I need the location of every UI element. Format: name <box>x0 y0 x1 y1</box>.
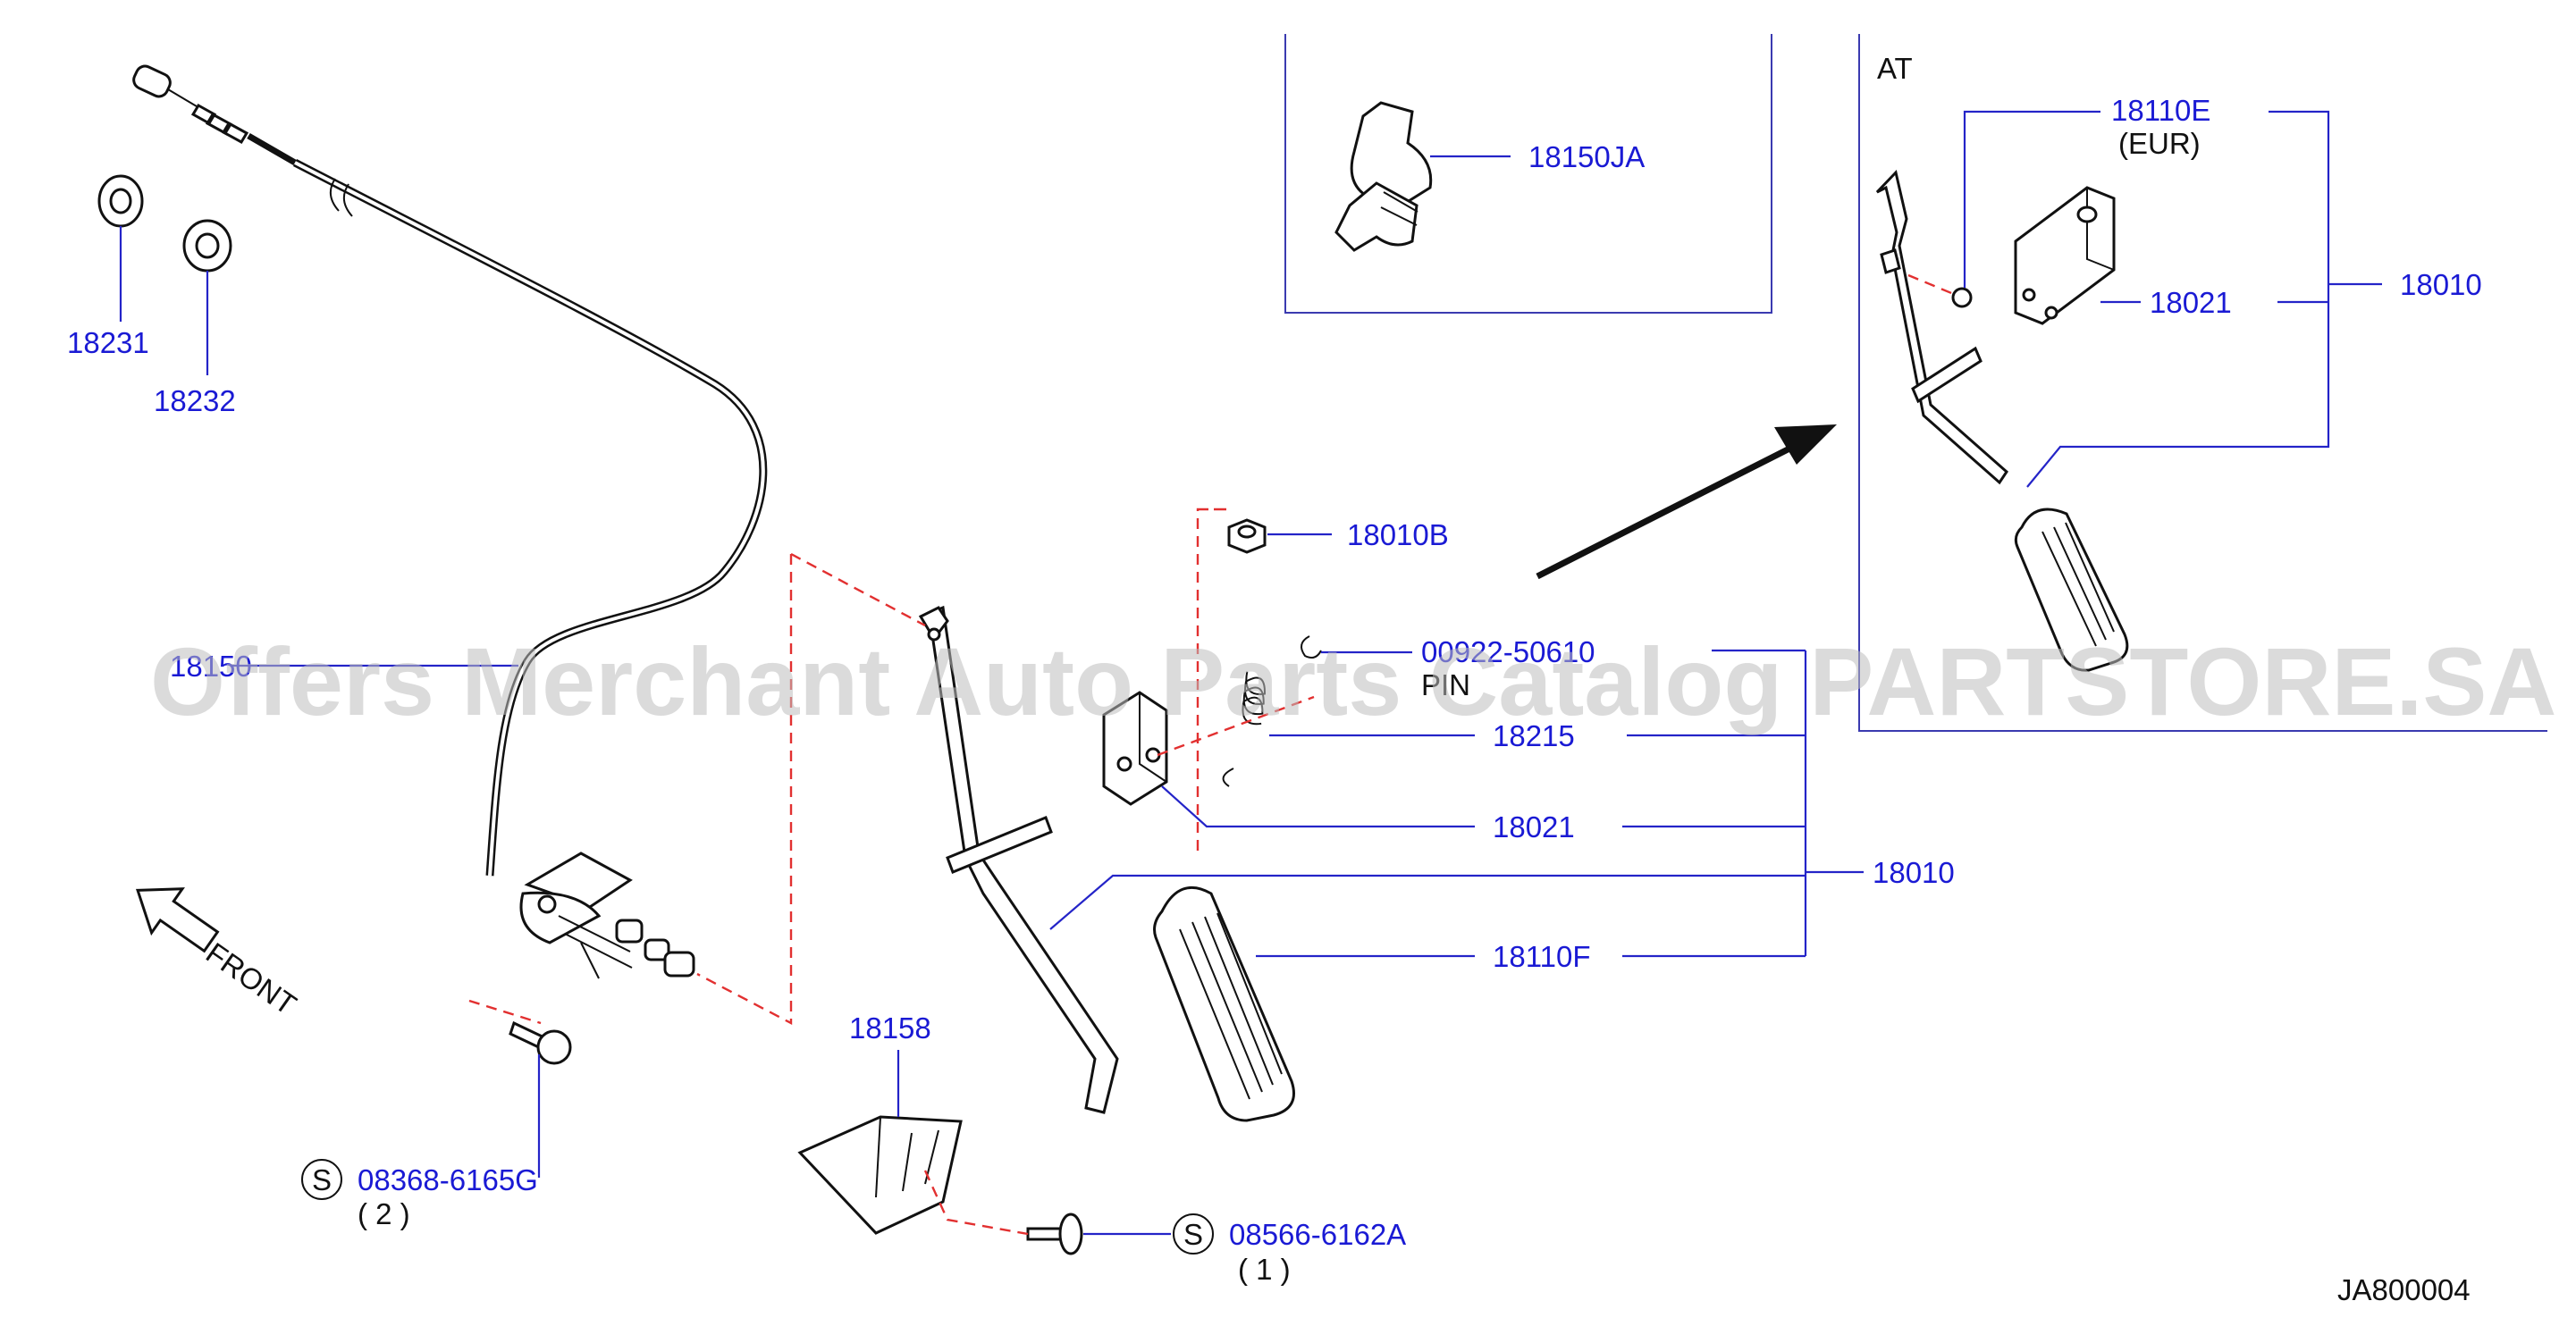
qty-08368: ( 2 ) <box>358 1197 410 1230</box>
bracket-18021-main <box>1102 691 1168 806</box>
callout-00922-50610[interactable]: 00922-50610 <box>1421 635 1595 668</box>
front-arrow <box>135 887 220 953</box>
callout-18010b[interactable]: 18010B <box>1347 518 1449 551</box>
screw-symbol-1: S <box>301 1159 342 1200</box>
watermark-text: Offers Merchant Auto Parts Catalog PARTS… <box>150 627 2556 735</box>
at-pedal-arm <box>1875 169 2008 485</box>
callout-18215[interactable]: 18215 <box>1493 719 1575 752</box>
callout-08566-6162a[interactable]: 08566-6162A <box>1229 1218 1406 1251</box>
clip-inset-box <box>1284 34 1772 314</box>
callout-18232[interactable]: 18232 <box>154 384 236 417</box>
arrow-to-at <box>1536 424 1837 580</box>
at-bracket-18021 <box>2014 186 2116 325</box>
callout-18110e[interactable]: 18110E <box>2111 94 2210 127</box>
footer-code: JA800004 <box>2337 1273 2471 1306</box>
leader-lines-at <box>1963 110 2382 488</box>
grommet-18231 <box>97 174 144 322</box>
qty-08566: ( 1 ) <box>1238 1253 1291 1286</box>
svg-text:S: S <box>1183 1218 1203 1251</box>
callout-18150ja[interactable]: 18150JA <box>1528 140 1645 173</box>
assembly-guides <box>468 508 1315 1236</box>
screw-08566 <box>1026 1213 1171 1255</box>
cover-18158 <box>797 1050 963 1235</box>
pin-label: PIN <box>1421 668 1470 701</box>
inset-label-at: AT <box>1877 52 1913 85</box>
grommet-18232 <box>182 219 232 375</box>
spring-18215 <box>1222 671 1266 787</box>
at-inset-box <box>1858 34 2547 732</box>
screw-symbol-2: S <box>1173 1213 1214 1255</box>
callout-18158[interactable]: 18158 <box>849 1011 931 1045</box>
leader-lines-main <box>231 649 1864 958</box>
callout-08368-6165g[interactable]: 08368-6165G <box>358 1163 538 1196</box>
pedal-pad-18110f <box>1153 885 1295 1122</box>
pin-00922 <box>1301 635 1412 659</box>
clip-18150ja <box>1334 101 1511 252</box>
callout-18150[interactable]: 18150 <box>170 650 252 683</box>
callout-18021-main[interactable]: 18021 <box>1493 810 1575 843</box>
pedal-arm <box>918 605 1119 1114</box>
callout-18110f[interactable]: 18110F <box>1493 940 1590 973</box>
callout-18021-inset[interactable]: 18021 <box>2150 286 2232 319</box>
front-label: FRONT <box>200 936 302 1020</box>
accelerator-cable <box>132 64 768 979</box>
note-eur: (EUR) <box>2118 127 2201 160</box>
nut-18010b <box>1227 518 1332 554</box>
bolt-08368 <box>509 1020 572 1178</box>
svg-text:S: S <box>312 1163 332 1196</box>
at-pedal-pad <box>2014 508 2129 672</box>
callout-18010-main[interactable]: 18010 <box>1873 856 1955 889</box>
at-guides <box>1907 273 1957 297</box>
callout-18231[interactable]: 18231 <box>67 326 149 359</box>
callout-18010-inset[interactable]: 18010 <box>2400 268 2482 301</box>
at-nut <box>1951 287 1973 308</box>
